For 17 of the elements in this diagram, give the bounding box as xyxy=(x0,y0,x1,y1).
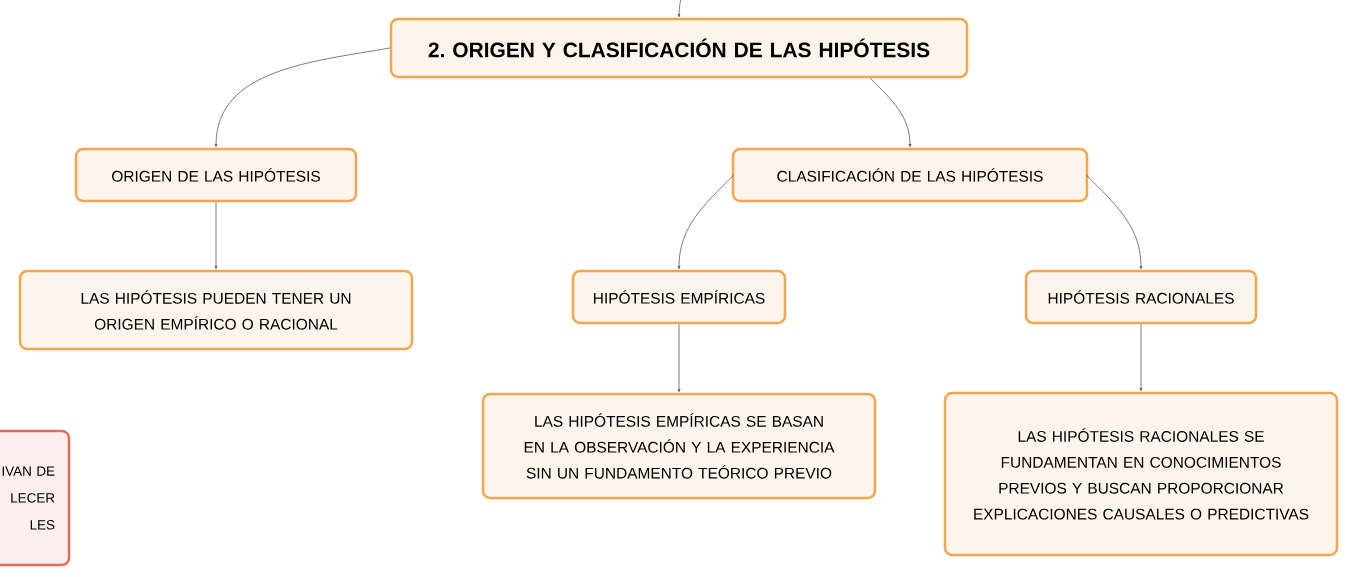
arrow xyxy=(677,323,681,393)
arrow xyxy=(214,201,218,270)
arrow xyxy=(1139,323,1143,392)
topic-box: IVAN DE LECER LES xyxy=(0,429,71,567)
topic-box: LAS HIPÓTESIS RACIONALES SE FUNDAMENTAN EN CONOCIMIENTOS PREVIOS Y BUSCAN PROPORCIONAR EXPLICACIONES CAUSALES O PREDICTIVAS xyxy=(943,391,1339,557)
topic-box: CLASIFICACIÓN DE LAS HIPÓTESIS xyxy=(731,147,1089,203)
topic-box: LAS HIPÓTESIS PUEDEN TENER UN ORIGEN EMPÍRICO O RACIONAL xyxy=(18,269,414,351)
arrow xyxy=(1085,174,1143,270)
topic-box: ORIGEN DE LAS HIPÓTESIS xyxy=(74,147,358,203)
arrow xyxy=(869,77,912,148)
arrow xyxy=(214,47,391,148)
title-box: 2. ORIGEN Y CLASIFICACIÓN DE LAS HIPÓTESIS xyxy=(389,17,969,79)
topic-box: HIPÓTESIS EMPÍRICAS xyxy=(571,269,787,325)
arrow xyxy=(677,174,735,270)
arrow xyxy=(677,0,683,18)
topic-box: LAS HIPÓTESIS EMPÍRICAS SE BASAN EN LA OBSERVACIÓN Y LA EXPERIENCIA SIN UN FUNDAMENTO TEÓRICO PREVIO xyxy=(481,392,877,500)
topic-box: HIPÓTESIS RACIONALES xyxy=(1024,269,1258,325)
